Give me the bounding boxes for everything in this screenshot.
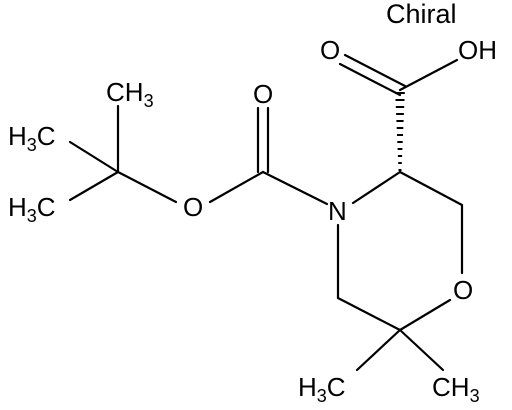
methyl-low-label: H3C <box>8 192 56 226</box>
bond-tbu-to-methyl-low <box>68 170 120 202</box>
bond-acid-carbonyl-double-2 <box>343 53 407 88</box>
bond-c6-to-methyl-right <box>398 328 445 372</box>
hashed-wedge-bond <box>395 92 405 171</box>
bond-n-to-c3 <box>351 170 402 205</box>
bond-ester-o-to-carbonyl-c <box>208 170 265 204</box>
gem-methyl-right-label: CH3 <box>432 372 480 406</box>
atom-boc-carbonyl-oxygen: O <box>253 79 273 109</box>
atom-acid-carbonyl-oxygen: O <box>320 35 340 65</box>
bond-c6-to-methyl-left <box>355 328 402 372</box>
bond-acid-carbonyl-double-1 <box>338 62 402 97</box>
bond-c3-to-c2 <box>398 170 464 207</box>
bond-acid-c-to-oh <box>398 58 459 92</box>
bond-carbonyl-c-to-n <box>261 170 329 206</box>
bond-tbu-to-methyl-mid <box>68 140 120 174</box>
methyl-top-label: CH3 <box>106 77 154 111</box>
methyl-mid-label: H3C <box>8 121 56 155</box>
atom-ring-oxygen: O <box>453 275 473 305</box>
bond-ring-o-to-c6 <box>398 298 452 332</box>
gem-methyl-left-label: H3C <box>298 372 346 406</box>
bond-c6-to-c5 <box>336 296 402 332</box>
atom-acid-hydroxyl: OH <box>458 35 497 65</box>
bonds <box>68 53 464 372</box>
bond-tbu-to-ester-o <box>116 170 178 204</box>
chiral-flag: Chiral <box>386 0 457 29</box>
atom-ring-nitrogen: N <box>328 196 347 226</box>
atom-ester-oxygen: O <box>183 192 203 222</box>
